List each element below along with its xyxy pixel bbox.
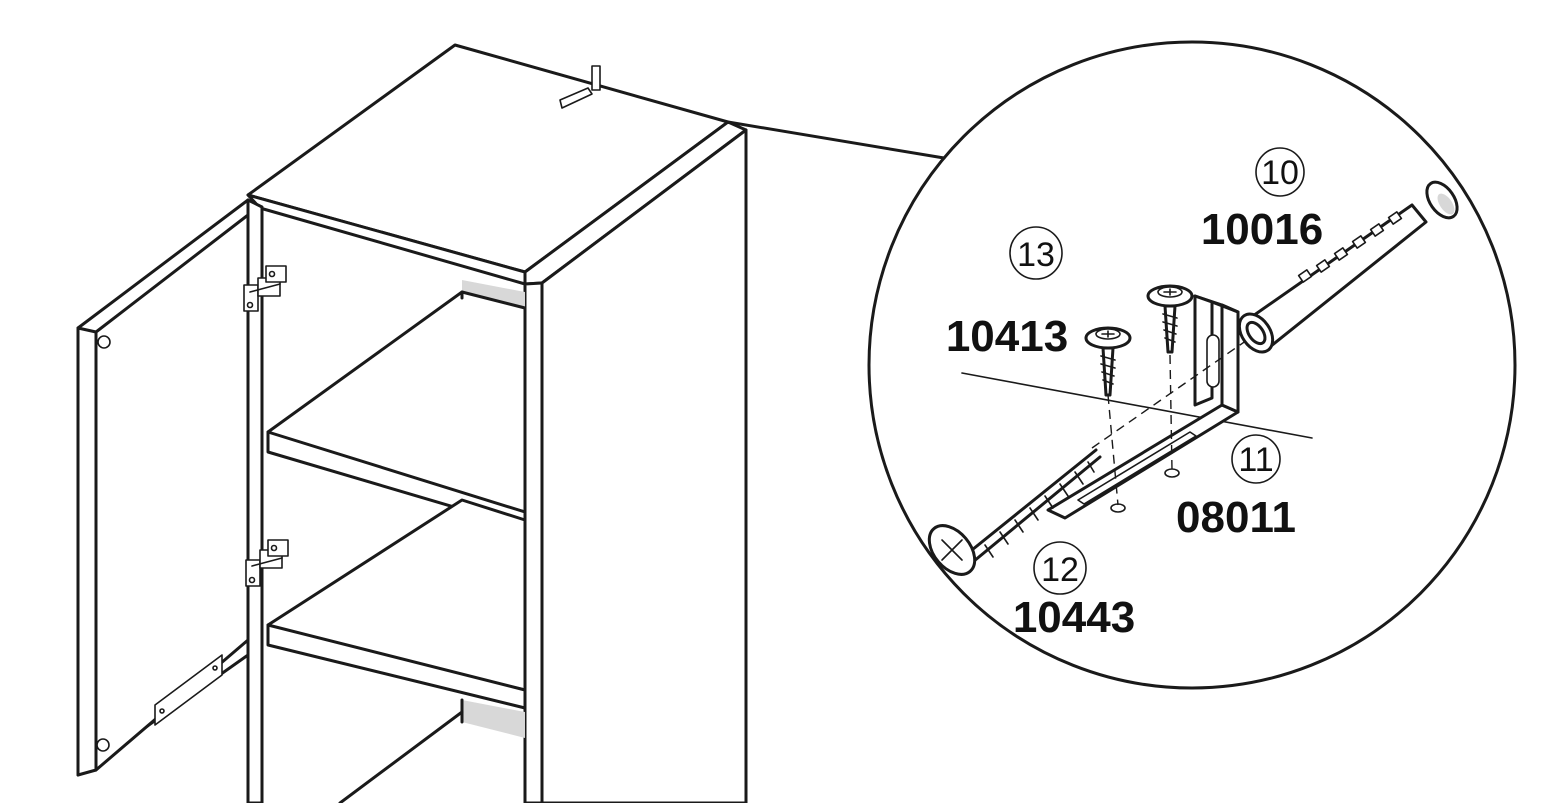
cabinet-door-front-edge (94, 213, 250, 772)
part-10-code: 10016 (1201, 205, 1323, 254)
part-11-code: 08011 (1176, 493, 1296, 542)
part-11-number: 11 (1238, 441, 1273, 479)
short-screw-right-icon (1146, 284, 1194, 354)
wall-plug-icon (1237, 180, 1459, 354)
leader-line (726, 120, 946, 160)
long-screw-icon (927, 448, 1102, 576)
part-12-number: 12 (1041, 551, 1079, 589)
wall-reference-line (961, 372, 1313, 439)
part-13-number-circle (1009, 226, 1063, 280)
part-10-number-circle (1255, 147, 1305, 197)
l-bracket-icon (1046, 294, 1240, 520)
hinge-top-icon (243, 265, 287, 312)
part-11-number-circle (1231, 434, 1281, 484)
cabinet-door-edge (76, 326, 98, 777)
detail-circle (867, 40, 1517, 690)
wall-cabinet (76, 43, 748, 803)
cabinet-right-side-front-edge (523, 281, 544, 803)
door-plate (154, 654, 223, 726)
lower-shelf-front (266, 623, 527, 710)
hinge-bottom-icon (245, 539, 289, 587)
short-screw-left-icon (1084, 326, 1132, 397)
top-bracket-icon (559, 65, 601, 109)
part-13-number: 13 (1017, 236, 1055, 274)
part-13-code: 10413 (946, 312, 1068, 361)
part-12-code: 10443 (1013, 593, 1135, 642)
detail-view: 10 10016 11 08011 12 10443 13 10413 (867, 40, 1517, 690)
door-pin-top-icon (97, 335, 111, 349)
interior-shade-bottom (462, 700, 525, 738)
part-10-number: 10 (1261, 154, 1299, 192)
door-pin-bottom-icon (96, 738, 110, 752)
part-12-number-circle (1033, 541, 1087, 595)
